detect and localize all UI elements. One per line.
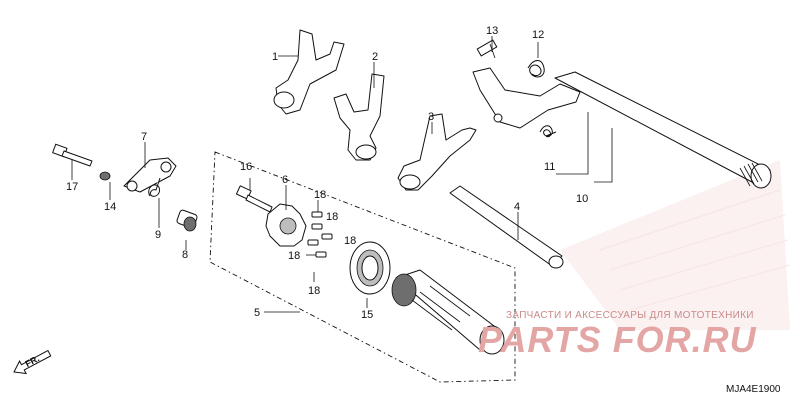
callout-15: 15 [361, 309, 373, 321]
shift-fork-2 [333, 73, 385, 161]
spring-12 [527, 60, 545, 78]
callout-16: 16 [240, 161, 252, 173]
bolt-16 [235, 185, 273, 213]
callout-18e: 18 [308, 285, 320, 297]
callout-18c: 18 [344, 235, 356, 247]
wing-watermark [560, 160, 791, 330]
callout-6: 6 [282, 174, 288, 186]
washer-14 [99, 171, 111, 181]
watermark-tagline: ЗАПЧАСТИ И АКСЕССУАРЫ ДЛЯ МОТОТЕХНИКИ [506, 310, 754, 321]
leader-lines [71, 36, 613, 313]
callout-4: 4 [514, 201, 520, 213]
callout-3: 3 [428, 111, 434, 123]
front-direction-arrow: FR. [13, 349, 52, 375]
callout-11: 11 [544, 161, 555, 173]
callout-13: 13 [486, 25, 498, 37]
shift-drum-center-6 [265, 203, 307, 247]
fork-shaft-4 [449, 185, 564, 269]
bolt-13 [476, 39, 498, 59]
watermark-brand: PARTS FOR.RU [478, 319, 757, 360]
diagram-code: MJA4E1900 [726, 384, 781, 395]
collar-8 [176, 209, 198, 232]
stopper-arm-7 [123, 157, 177, 193]
bolt-17 [52, 143, 93, 167]
callout-18d: 18 [288, 250, 300, 262]
callout-8: 8 [182, 249, 188, 261]
pins-18 [307, 211, 333, 258]
spring-11 [539, 125, 557, 138]
shift-shaft [472, 67, 772, 189]
callout-1: 1 [272, 51, 278, 63]
callout-18a: 18 [314, 189, 326, 201]
callout-17: 17 [66, 181, 78, 193]
callout-2: 2 [372, 51, 378, 63]
shift-drum [391, 269, 505, 355]
shift-fork-1 [273, 29, 345, 115]
drum-assembly-outline [209, 151, 516, 383]
callout-5: 5 [254, 307, 260, 319]
callout-14: 14 [104, 201, 116, 213]
callout-12: 12 [532, 29, 544, 41]
shift-fork-3 [397, 113, 477, 191]
spring-9 [148, 177, 161, 197]
callout-18b: 18 [326, 211, 338, 223]
callout-10: 10 [576, 193, 588, 205]
bearing-15 [349, 241, 391, 295]
callout-9: 9 [155, 229, 161, 241]
callout-7: 7 [141, 131, 147, 143]
